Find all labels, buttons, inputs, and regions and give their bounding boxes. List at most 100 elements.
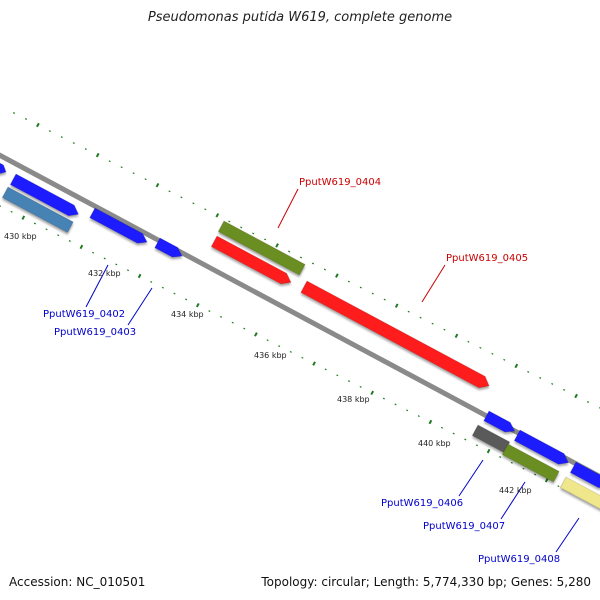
outer-tick (454, 333, 459, 339)
gene-label: PputW619_0405 (446, 253, 528, 264)
inner-tick (33, 222, 36, 225)
tick-label: 440 kbp (418, 439, 451, 448)
inner-tick (289, 350, 292, 353)
gene-blue-b (9, 173, 79, 217)
inner-tick (45, 228, 48, 231)
outer-tick (60, 136, 63, 139)
inner-tick (137, 273, 142, 279)
outer-tick (311, 262, 315, 265)
gene-blue-a (0, 160, 7, 175)
outer-tick (443, 328, 446, 331)
leader-line (127, 287, 153, 326)
inner-tick (510, 461, 513, 464)
leader-line (277, 188, 299, 229)
outer-tick (204, 208, 207, 211)
inner-tick (544, 478, 549, 483)
leader-line (85, 264, 109, 308)
inner-tick (428, 419, 433, 425)
inner-tick (208, 310, 211, 313)
gene-label: PputW619_0407 (423, 521, 505, 532)
outer-tick (48, 130, 51, 133)
leader-line (500, 481, 526, 520)
gene-label: PputW619_0408 (478, 554, 560, 565)
outer-tick (383, 298, 386, 301)
inner-tick (126, 269, 130, 272)
inner-tick (347, 380, 351, 383)
inner-tick (394, 403, 397, 406)
outer-tick (467, 340, 470, 343)
inner-tick (382, 397, 385, 400)
outer-tick (180, 196, 183, 199)
outer-tick (371, 292, 374, 295)
inner-tick (173, 292, 176, 295)
tick-label: 434 kbp (171, 310, 204, 319)
gene-blue-c (483, 410, 516, 433)
gene-red-a (210, 235, 292, 285)
inner-tick (370, 390, 375, 396)
outer-tick (144, 178, 147, 181)
outer-tick (479, 346, 482, 349)
inner-tick (499, 456, 502, 458)
tick-label: 436 kbp (254, 351, 287, 360)
outer-tick (36, 122, 40, 128)
inner-tick (475, 444, 478, 447)
inner-tick (417, 415, 420, 418)
gene-0405 (300, 280, 490, 389)
outer-tick (132, 172, 135, 175)
inner-tick (278, 345, 281, 348)
inner-tick (522, 467, 525, 470)
outer-tick (394, 303, 399, 308)
inner-tick (266, 339, 269, 342)
gene-label: PputW619_0406 (381, 498, 463, 509)
inner-tick (219, 315, 223, 318)
outer-tick-ring (12, 112, 600, 409)
gene-label: PputW619_0402 (43, 309, 125, 320)
gene-blue-d (513, 429, 569, 465)
inner-tick (115, 263, 118, 266)
gene-0404 (217, 220, 306, 276)
outer-tick (155, 182, 160, 188)
outer-tick (527, 370, 530, 373)
inner-tick (406, 409, 409, 412)
inner-tick (486, 448, 491, 454)
outer-tick (503, 358, 506, 361)
outer-tick (240, 226, 243, 229)
outer-tick (491, 352, 494, 355)
gene-0402 (89, 207, 148, 244)
outer-tick (419, 316, 422, 319)
outer-tick (407, 310, 410, 313)
gene-labels: PputW619_0402PputW619_0403PputW619_0404P… (43, 177, 560, 565)
inner-tick-ring (0, 205, 572, 493)
inner-tick (254, 332, 258, 337)
outer-tick (12, 112, 16, 114)
outer-tick (574, 393, 578, 399)
leader-line (458, 459, 484, 497)
leader-line (555, 517, 580, 553)
inner-tick (312, 361, 316, 366)
inner-tick (79, 244, 84, 250)
outer-tick (215, 213, 220, 218)
accession-text: Accession: NC_010501 (9, 575, 146, 589)
outer-tick (120, 166, 123, 169)
outer-tick (551, 382, 554, 385)
inner-tick (301, 356, 304, 359)
gene-features (0, 160, 600, 512)
outer-tick (323, 268, 326, 271)
inner-tick (68, 240, 71, 242)
gene-0407 (501, 443, 560, 483)
outer-tick (84, 148, 87, 151)
outer-tick (24, 118, 28, 120)
outer-tick (359, 286, 362, 289)
inner-tick (150, 280, 153, 283)
inner-tick (359, 385, 362, 388)
outer-tick (192, 202, 195, 205)
gene-label: PputW619_0404 (299, 177, 381, 188)
tick-label: 432 kbp (88, 269, 121, 278)
outer-tick (264, 238, 267, 241)
inner-tick (336, 374, 339, 377)
outer-tick (539, 376, 542, 379)
inner-tick (534, 473, 537, 476)
outer-tick (275, 243, 279, 248)
